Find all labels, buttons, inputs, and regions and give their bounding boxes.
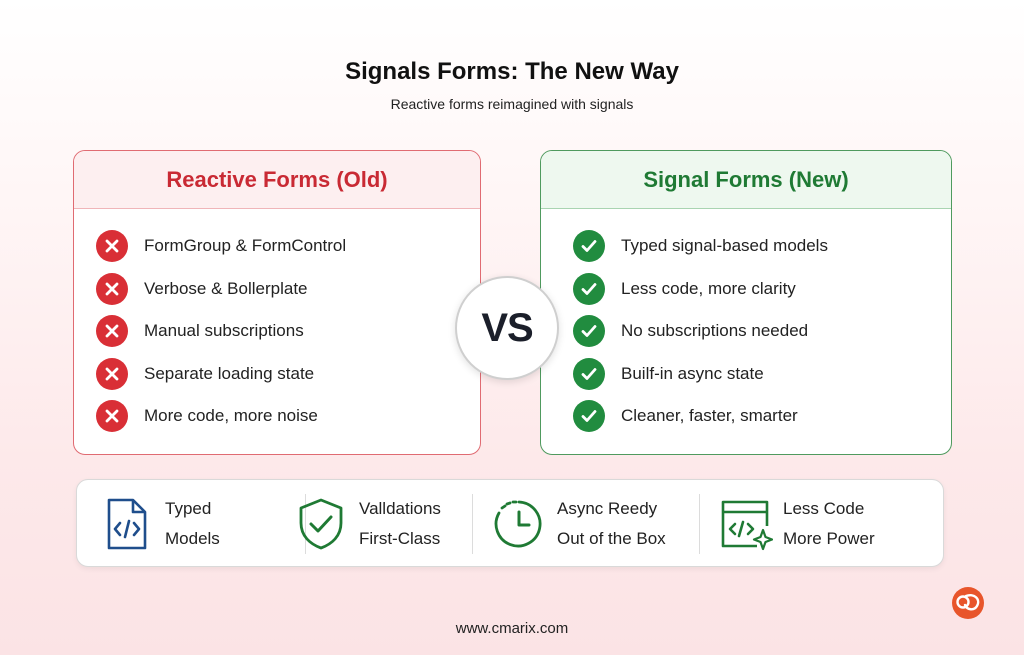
shield-check-icon	[299, 498, 343, 550]
feature-line2: More Power	[783, 529, 875, 548]
divider	[472, 494, 473, 554]
feature-line2: Out of the Box	[557, 529, 666, 548]
list-item: Less code, more clarity	[573, 268, 951, 311]
list-item: No subscriptions needed	[573, 310, 951, 353]
x-circle-icon	[96, 400, 128, 433]
divider	[699, 494, 700, 554]
list-item: FormGroup & FormControl	[96, 225, 480, 268]
feature-typed-models: Typed Models	[99, 480, 220, 568]
code-window-icon	[721, 500, 773, 551]
reactive-forms-list: FormGroup & FormControl Verbose & Boller…	[74, 209, 480, 438]
feature-strip: Typed Models Valldations First-Class Asy…	[76, 479, 944, 567]
feature-validations: Valldations First-Class	[293, 480, 441, 568]
list-item-label: Builf-in async state	[621, 363, 764, 383]
feature-async-ready: Async Reedy Out of the Box	[491, 480, 666, 568]
feature-line1: Valldations	[359, 499, 441, 518]
vs-badge: VS	[455, 276, 559, 380]
list-item-label: More code, more noise	[144, 406, 318, 426]
check-circle-icon	[573, 230, 605, 263]
page-subtitle: Reactive forms reimagined with signals	[390, 96, 634, 112]
feature-line2: Models	[165, 529, 220, 548]
feature-line2: First-Class	[359, 529, 441, 548]
list-item-label: Cleaner, faster, smarter	[621, 406, 798, 426]
x-circle-icon	[96, 357, 128, 390]
list-item-label: No subscriptions needed	[621, 321, 809, 341]
footer-url[interactable]: www.cmarix.com	[455, 620, 569, 637]
feature-line1: Async Reedy	[557, 499, 658, 518]
list-item-label: Verbose & Bollerplate	[144, 278, 308, 298]
x-circle-icon	[96, 230, 128, 263]
list-item-label: Typed signal-based models	[621, 236, 828, 256]
brand-logo-icon	[952, 587, 984, 619]
list-item: Cleaner, faster, smarter	[573, 395, 951, 438]
list-item: Separate loading state	[96, 353, 480, 396]
signal-forms-panel: Signal Forms (New) Typed signal-based mo…	[540, 150, 952, 455]
list-item-label: Separate loading state	[144, 363, 315, 383]
list-item-label: FormGroup & FormControl	[144, 236, 347, 256]
reactive-forms-heading: Reactive Forms (Old)	[74, 151, 480, 209]
feature-line1: Typed	[165, 499, 212, 518]
list-item: Typed signal-based models	[573, 225, 951, 268]
list-item: More code, more noise	[96, 395, 480, 438]
list-item-label: Less code, more clarity	[621, 278, 796, 298]
signal-forms-heading: Signal Forms (New)	[541, 151, 951, 209]
code-file-icon	[107, 498, 147, 550]
page-title: Signals Forms: The New Way	[345, 58, 679, 85]
list-item: Manual subscriptions	[96, 310, 480, 353]
list-item: Verbose & Bollerplate	[96, 268, 480, 311]
check-circle-icon	[573, 272, 605, 305]
reactive-forms-panel: Reactive Forms (Old) FormGroup & FormCon…	[73, 150, 481, 455]
list-item: Builf-in async state	[573, 353, 951, 396]
x-circle-icon	[96, 315, 128, 348]
check-circle-icon	[573, 400, 605, 433]
x-circle-icon	[96, 272, 128, 305]
feature-less-code: Less Code More Power	[717, 480, 875, 568]
check-circle-icon	[573, 357, 605, 390]
check-circle-icon	[573, 315, 605, 348]
clock-icon	[494, 500, 542, 548]
divider	[305, 494, 306, 554]
list-item-label: Manual subscriptions	[144, 321, 304, 341]
feature-line1: Less Code	[783, 499, 865, 518]
signal-forms-list: Typed signal-based models Less code, mor…	[541, 209, 951, 438]
